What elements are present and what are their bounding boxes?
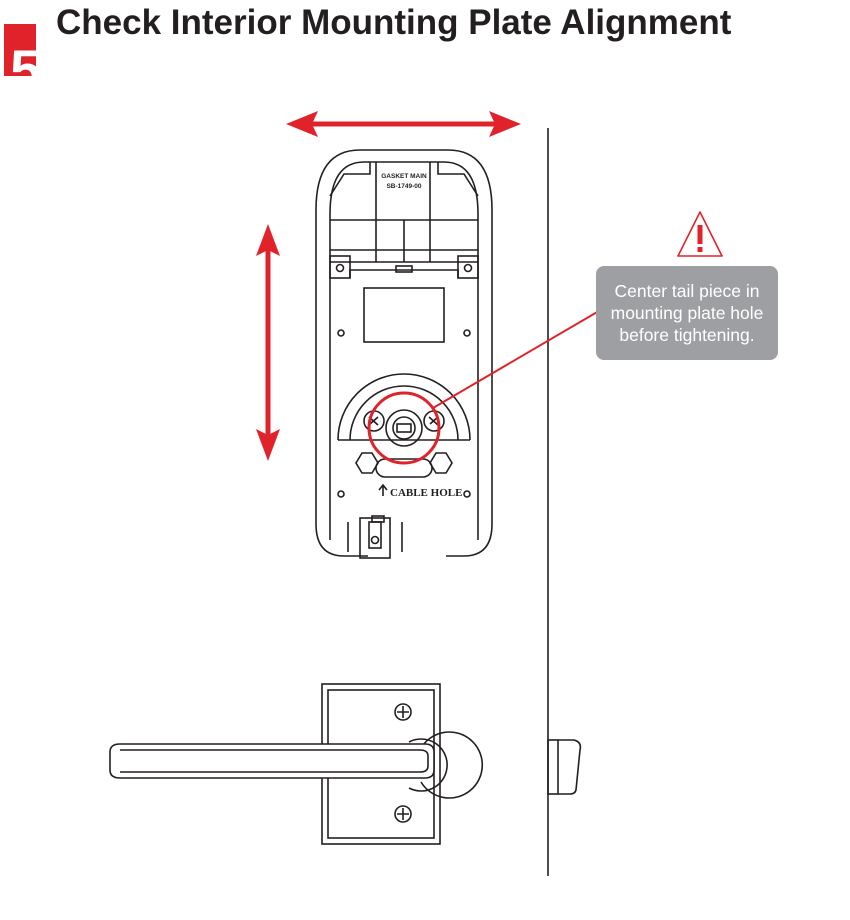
mounting-plate — [315, 149, 493, 559]
double-arrow-vertical-icon — [256, 224, 280, 461]
callout-text: Center tail piece in mounting plate hole… — [610, 281, 764, 345]
callout-box: Center tail piece in mounting plate hole… — [596, 266, 778, 360]
door-latch — [547, 739, 582, 795]
page-title: Check Interior Mounting Plate Alignment — [56, 3, 732, 42]
tail-piece-highlight-circle — [367, 391, 441, 465]
gasket-label-line1: GASKET MAIN — [381, 173, 427, 180]
step-number: 5 — [10, 38, 42, 101]
callout-leader-line — [432, 293, 629, 409]
step-number-badge: 5 — [4, 24, 41, 100]
gasket-label-line2: SB-1749-00 — [386, 183, 421, 190]
lever-handle — [109, 683, 484, 845]
warning-icon — [677, 211, 723, 257]
cable-hole-label: CABLE HOLE — [390, 487, 462, 499]
double-arrow-horizontal-icon — [286, 111, 521, 137]
